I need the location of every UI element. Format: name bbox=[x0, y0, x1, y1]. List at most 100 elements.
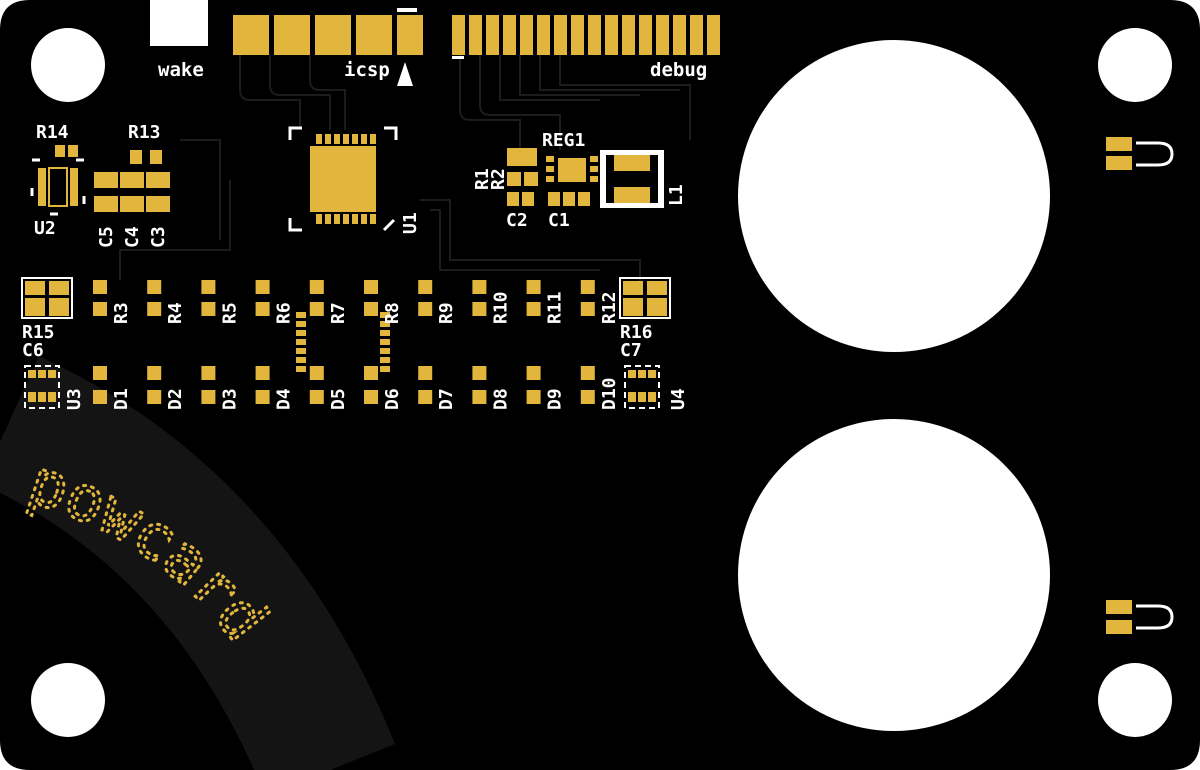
debug-pin-pad bbox=[469, 15, 482, 55]
debug-header bbox=[452, 15, 720, 55]
label-c4: C4 bbox=[122, 226, 143, 248]
logo-arc bbox=[0, 356, 395, 770]
battery-clip-bottom bbox=[1106, 600, 1174, 634]
debug-pin-pad bbox=[656, 15, 669, 55]
debug-pin-pad bbox=[571, 15, 584, 55]
icsp-label: icsp bbox=[344, 59, 390, 81]
u1-pin bbox=[316, 214, 322, 224]
icsp-header bbox=[233, 8, 423, 86]
led-label: D10 bbox=[599, 377, 620, 410]
resistor-label: R12 bbox=[599, 291, 620, 324]
resistor-label: R10 bbox=[490, 291, 511, 324]
label-u2: U2 bbox=[34, 218, 56, 239]
wake-tab bbox=[150, 0, 208, 46]
led-label: D2 bbox=[165, 388, 186, 410]
debug-pin-pad bbox=[537, 15, 550, 55]
label-c7: C7 bbox=[620, 340, 642, 361]
led-label: D8 bbox=[490, 388, 511, 410]
regulator-block bbox=[507, 148, 598, 206]
led-pad bbox=[418, 390, 433, 404]
battery-cutout-bottom bbox=[738, 419, 1050, 731]
resistor-label: R5 bbox=[219, 302, 240, 324]
debug-pin-pad bbox=[554, 15, 567, 55]
resistor-label: R6 bbox=[274, 302, 295, 324]
resistor-label: R11 bbox=[545, 291, 566, 324]
debug-pin-pad bbox=[673, 15, 686, 55]
label-u4: U4 bbox=[668, 388, 689, 410]
label-u3: U3 bbox=[64, 388, 85, 410]
label-r13: R13 bbox=[128, 122, 161, 143]
u1-pin bbox=[380, 312, 390, 318]
u1-pin bbox=[380, 357, 390, 363]
resistor-pad bbox=[309, 280, 324, 294]
led-pad bbox=[526, 390, 541, 404]
u1-pin bbox=[325, 214, 331, 224]
u2-chip bbox=[30, 145, 86, 216]
u1-pin bbox=[380, 366, 390, 372]
label-r14: R14 bbox=[36, 122, 69, 143]
resistor-label: R3 bbox=[111, 302, 132, 324]
u1-pin bbox=[361, 134, 367, 144]
l1-inductor bbox=[600, 150, 664, 208]
resistor-pad bbox=[472, 280, 487, 294]
resistor-pad bbox=[526, 280, 541, 294]
copper-traces bbox=[119, 55, 691, 285]
led-pad bbox=[255, 390, 270, 404]
resistor-pad bbox=[309, 302, 324, 316]
resistor-pad bbox=[472, 302, 487, 316]
label-c5: C5 bbox=[96, 226, 117, 248]
u4-chip bbox=[624, 365, 660, 409]
u1-pin bbox=[296, 357, 306, 363]
u1-pin bbox=[334, 214, 340, 224]
debug-pin-pad bbox=[486, 15, 499, 55]
label-l1: L1 bbox=[666, 184, 687, 206]
u1-pin bbox=[296, 366, 306, 372]
debug-pin-pad bbox=[588, 15, 601, 55]
resistor-pad bbox=[147, 280, 162, 294]
resistor-pad bbox=[93, 280, 107, 294]
label-r2: R2 bbox=[488, 168, 509, 190]
battery-cutout-top bbox=[738, 40, 1050, 352]
debug-pin-pad bbox=[707, 15, 720, 55]
u1-pin bbox=[380, 321, 390, 327]
led-label: D7 bbox=[436, 388, 457, 410]
mount-hole-bottom-left bbox=[31, 663, 105, 737]
resistor-pad bbox=[201, 302, 216, 316]
u1-pin bbox=[296, 339, 306, 345]
u1-pin bbox=[343, 214, 349, 224]
led-pad bbox=[147, 390, 162, 404]
u3-chip bbox=[24, 365, 60, 409]
led-pad bbox=[418, 366, 433, 380]
led-pad bbox=[255, 366, 270, 380]
led-label: D6 bbox=[382, 388, 403, 410]
label-c1: C1 bbox=[548, 210, 570, 231]
debug-pin-pad bbox=[520, 15, 533, 55]
u1-pin bbox=[334, 134, 340, 144]
u1-pin bbox=[296, 312, 306, 318]
u1-pin bbox=[296, 348, 306, 354]
resistor-pad bbox=[418, 302, 433, 316]
debug-pin-pad bbox=[452, 15, 465, 55]
debug-label: debug bbox=[650, 59, 707, 81]
u1-pin bbox=[316, 134, 322, 144]
mount-hole-top-right bbox=[1098, 28, 1172, 102]
resistor-label: R4 bbox=[165, 302, 186, 324]
led-label: D1 bbox=[111, 388, 132, 410]
led-pad bbox=[472, 390, 487, 404]
resistor-pad bbox=[580, 280, 595, 294]
label-r1: R1 bbox=[472, 168, 493, 190]
debug-pin-pad bbox=[639, 15, 652, 55]
resistor-pad bbox=[364, 280, 378, 294]
led-pad bbox=[526, 366, 541, 380]
u1-pin bbox=[380, 330, 390, 336]
led-pad bbox=[93, 390, 107, 404]
u1-pin bbox=[361, 214, 367, 224]
label-c6: C6 bbox=[22, 340, 44, 361]
led-pad bbox=[364, 390, 378, 404]
resistor-pad bbox=[526, 302, 541, 316]
r13-c-block bbox=[94, 150, 170, 212]
